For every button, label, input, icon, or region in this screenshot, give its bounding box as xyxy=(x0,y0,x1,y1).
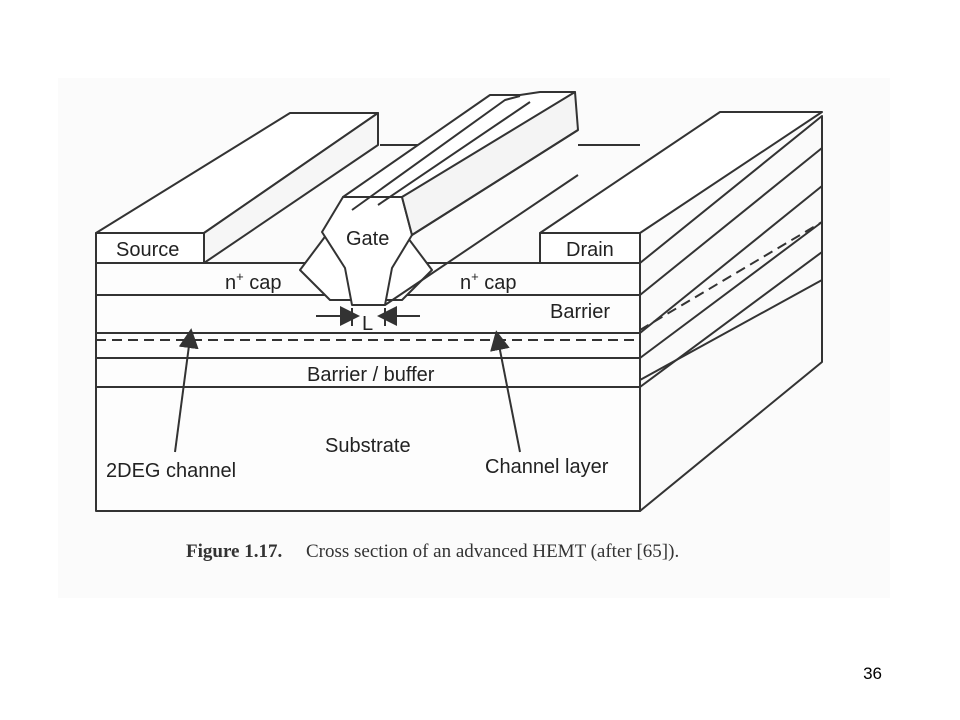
n-cap-right-label: n+ cap xyxy=(460,269,517,294)
side-face xyxy=(639,115,823,512)
gate-ridge-2 xyxy=(377,101,531,206)
side-line-2 xyxy=(639,185,823,334)
page-number: 36 xyxy=(863,664,882,683)
figure-number: Figure 1.17. xyxy=(186,541,282,562)
gate-foot-edge xyxy=(384,174,579,306)
gate-label: Gate xyxy=(346,228,389,250)
twodeg-dashed-side xyxy=(639,221,823,331)
side-line-5 xyxy=(639,279,823,381)
substrate-label: Substrate xyxy=(325,435,411,457)
channel-layer-label: Channel layer xyxy=(485,456,609,478)
gate-length-label: L xyxy=(362,313,373,335)
side-line-4 xyxy=(639,251,823,388)
source-side xyxy=(203,112,379,264)
drain-label: Drain xyxy=(566,239,614,261)
drain-top xyxy=(539,111,823,234)
barrier-label: Barrier xyxy=(550,301,610,323)
side-line-1 xyxy=(639,147,823,296)
source-label: Source xyxy=(116,239,179,261)
barrier-buffer-label: Barrier / buffer xyxy=(307,364,435,386)
n-cap-left-label: n+ cap xyxy=(225,269,282,294)
side-line-3 xyxy=(639,221,823,359)
figure-caption: Cross section of an advanced HEMT (after… xyxy=(306,541,679,562)
gate-ridge-1 xyxy=(351,95,521,211)
gate-head-edge xyxy=(411,129,579,236)
twodeg-channel-label: 2DEG channel xyxy=(106,460,236,482)
channel-layer-arrow xyxy=(490,330,521,453)
twodeg-arrow xyxy=(174,328,199,453)
